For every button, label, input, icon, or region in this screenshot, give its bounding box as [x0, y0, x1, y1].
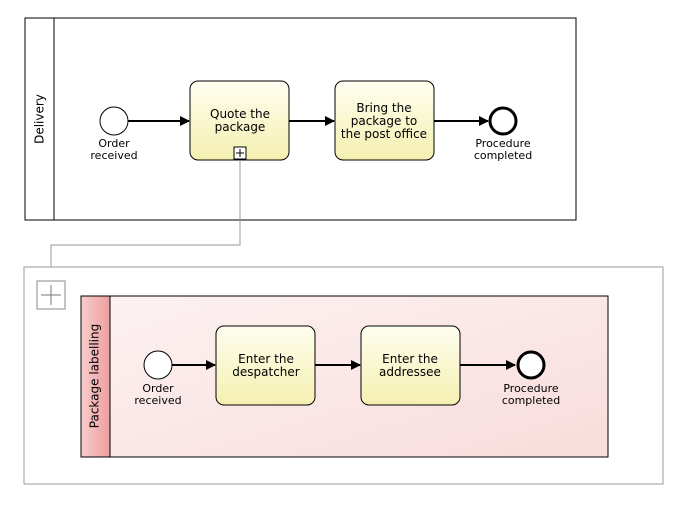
task-label-line1: Quote the — [210, 107, 270, 121]
task-label-line2: package — [215, 120, 266, 134]
task-quote-the-package[interactable]: Quote the package — [189, 80, 290, 161]
task-enter-the-addressee[interactable]: Enter the addressee — [360, 325, 461, 406]
end-event-procedure-completed[interactable] — [488, 106, 518, 136]
task-label-line2: despatcher — [232, 365, 300, 379]
start-event-label-line2: received — [90, 149, 137, 162]
lane-label-delivery: Delivery — [33, 94, 47, 144]
end-event-label-line1: Procedure — [475, 137, 531, 150]
end-event-procedure-completed[interactable] — [516, 350, 546, 380]
task-label-line1: Bring the — [356, 101, 411, 115]
end-event-label-line2: completed — [474, 149, 532, 162]
collapse-marker-icon[interactable] — [36, 280, 66, 310]
lane-label-package-labelling: Package labelling — [88, 324, 102, 428]
start-event-order-received[interactable] — [99, 106, 129, 136]
task-label-line3: the post office — [341, 127, 427, 141]
start-event-label-line1: Order — [98, 137, 130, 150]
expand-marker-icon[interactable] — [233, 146, 247, 160]
subprocess-connector — [50, 160, 241, 267]
start-event-label-line1: Order — [142, 382, 174, 395]
task-label-line2: package to — [351, 114, 418, 128]
pool-package-labelling[interactable]: Package labelling — [80, 295, 609, 458]
end-event-label-line2: completed — [502, 394, 560, 407]
task-bring-package-to-post-office[interactable]: Bring the package to the post office — [334, 80, 435, 161]
task-label-line2: addressee — [379, 365, 441, 379]
start-event-order-received[interactable] — [143, 350, 173, 380]
task-label-line1: Enter the — [238, 352, 294, 366]
end-event-label-line1: Procedure — [503, 382, 559, 395]
task-label-line1: Enter the — [382, 352, 438, 366]
task-enter-the-despatcher[interactable]: Enter the despatcher — [215, 325, 316, 406]
start-event-label-line2: received — [134, 394, 181, 407]
